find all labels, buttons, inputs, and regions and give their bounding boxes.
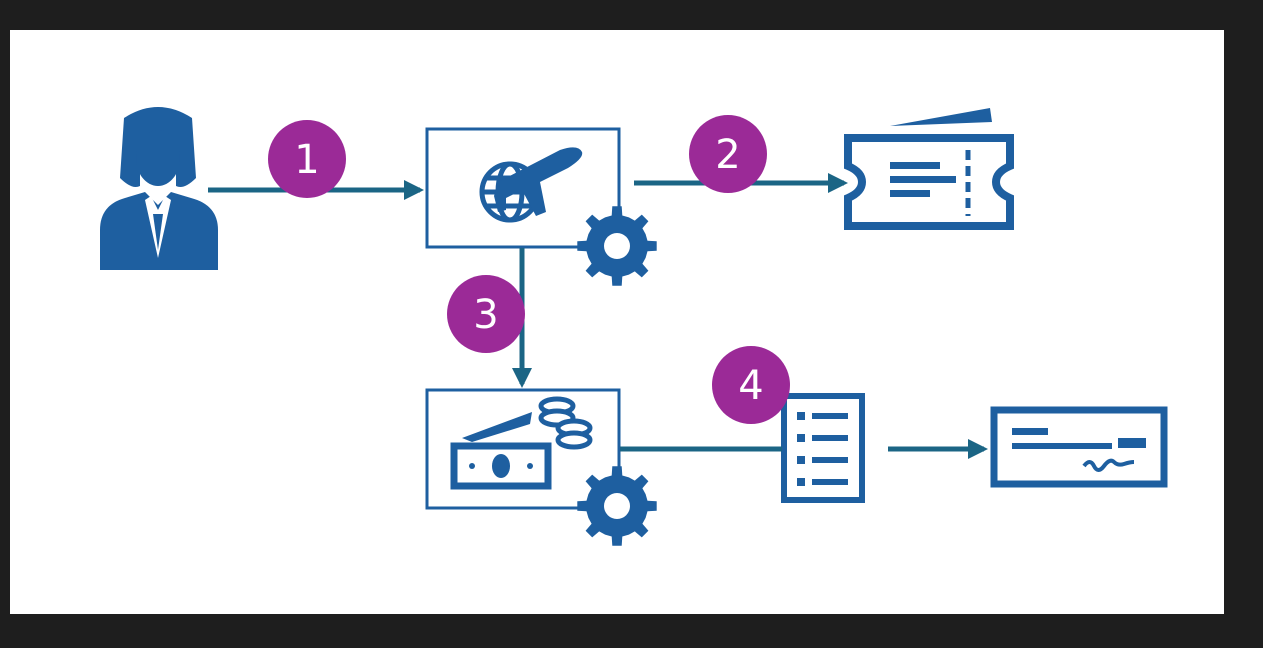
airplane-icon	[494, 147, 583, 216]
step-number: 4	[738, 363, 763, 409]
check-icon	[990, 406, 1168, 488]
step-number: 1	[294, 137, 319, 183]
gear-icon	[577, 466, 657, 546]
list-document-icon	[781, 393, 865, 503]
payment-money-icon	[450, 396, 593, 490]
step-badge-3: 3	[447, 275, 525, 353]
step-number: 3	[473, 292, 498, 338]
step-number: 2	[715, 132, 740, 178]
step-badge-4: 4	[712, 346, 790, 424]
ticket-icon	[844, 108, 1014, 230]
gear-icon	[577, 206, 657, 286]
person-icon	[100, 107, 218, 270]
step-badge-1: 1	[268, 120, 346, 198]
step-badge-2: 2	[689, 115, 767, 193]
